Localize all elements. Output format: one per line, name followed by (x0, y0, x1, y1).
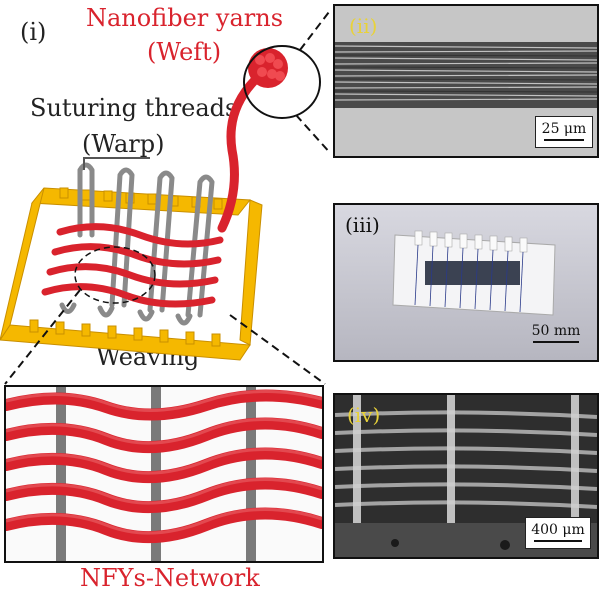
network-inset (4, 385, 324, 563)
warp-subtitle: (Warp) (82, 130, 165, 158)
panel-iv-scale-text: 400 μm (531, 522, 585, 538)
yarn-bundle (248, 48, 288, 88)
warp-title: Suturing threads (30, 94, 238, 122)
warp-threads (59, 162, 215, 326)
weft-title: Nanofiber yarns (86, 4, 284, 32)
panel-iii-label: (iii) (345, 213, 380, 237)
panel-iv-label: (iv) (347, 403, 381, 427)
panel-ii-image: (ii) 25 μm (333, 4, 599, 158)
panel-ii-label: (ii) (349, 14, 378, 38)
weaving-schematic (0, 8, 330, 385)
yarn-lead (217, 75, 260, 233)
weft-yarns (41, 223, 224, 308)
panel-iii-image: (iii) 50 mm (333, 203, 599, 362)
panel-i-label: (i) (20, 18, 47, 46)
panel-iii-scale-text: 50 mm (531, 323, 581, 339)
weft-subtitle: (Weft) (147, 38, 222, 66)
panel-iii-scalebar: 50 mm (525, 319, 587, 349)
panel-ii-scale-text: 25 μm (541, 121, 587, 137)
panel-iv-image: (iv) 400 μm (333, 393, 599, 559)
panel-ii-scalebar: 25 μm (535, 116, 593, 148)
network-label: NFYs-Network (80, 564, 260, 592)
panel-iv-scalebar: 400 μm (525, 517, 591, 549)
zoom-circle (243, 45, 321, 119)
